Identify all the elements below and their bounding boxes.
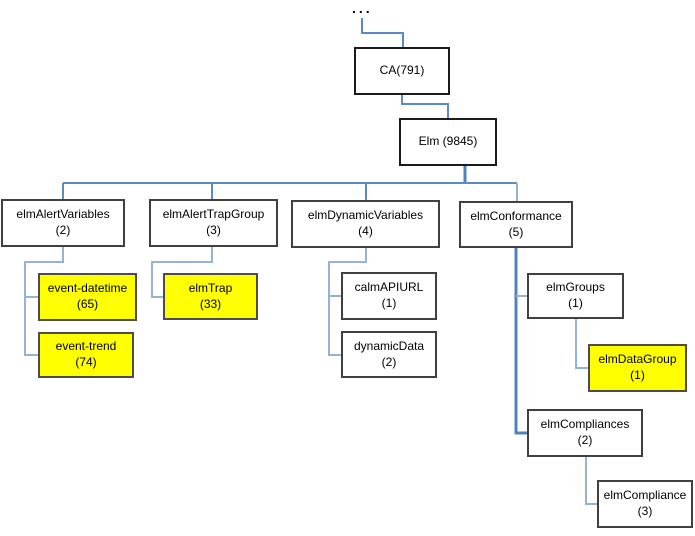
node-label: event-trend [55,339,117,354]
node-elm-compliance: elmCompliance (3) [597,480,693,528]
node-elm-alert-trap-group: elmAlertTrapGroup (3) [149,199,278,247]
node-count: (4) [358,224,373,238]
node-label: elmGroups [546,280,605,295]
connector-compliance-branch [585,457,597,505]
node-count: (5) [508,224,524,239]
node-count: (2) [381,354,397,369]
node-elm-alert-variables: elmAlertVariables (2) [1,199,125,247]
connector-ca-to-elm [401,95,449,118]
node-label: elmCompliance [603,488,687,503]
node-elm-compliances: elmCompliances (2) [527,409,643,457]
node-elm-data-group: elmDataGroup (1) [588,344,687,392]
node-event-datetime: event-datetime (65) [38,273,137,321]
connector-alert-variables-branch [24,247,64,356]
node-label: elmConformance [470,208,562,223]
node-elm: Elm (9845) [399,118,497,166]
node-elm-groups: elmGroups (1) [527,273,624,319]
connector-datagroup-branch [575,319,588,369]
node-label: dynamicData [353,338,425,353]
node-label: calmAPIURL [354,280,424,295]
node-label: elmDataGroup [598,352,677,367]
node-label: event-datetime [47,281,128,296]
node-elm-dynamic-variables: elmDynamicVariables (4) [291,200,440,248]
node-label: CA(791) [379,63,425,78]
node-count: (3) [206,223,221,237]
node-label: Elm (9845) [418,134,478,149]
connector-trap-branch [151,247,213,298]
node-count: (1) [568,296,583,310]
node-calm-apiurl: calmAPIURL (1) [341,272,437,320]
node-count: (33) [199,296,222,311]
node-label: elmAlertVariables [16,207,110,222]
node-elm-trap: elmTrap (33) [163,273,258,320]
node-elm-conformance: elmConformance (5) [459,201,573,248]
node-dynamic-data: dynamicData (2) [341,331,437,378]
node-label: elmAlertTrapGroup [162,207,265,222]
node-count: (3) [637,504,653,518]
node-count: (1) [381,296,397,310]
node-count: (74) [75,355,97,369]
root-ellipsis: ... [352,0,373,16]
node-count: (65) [76,297,99,311]
node-count: (1) [630,368,645,382]
node-event-trend: event-trend (74) [38,332,134,378]
node-count: (2) [55,223,71,237]
node-label: elmCompliances [540,417,630,432]
connector-root-to-ca [361,18,404,47]
node-count: (2) [577,433,593,447]
connector-dynamic-variables-branch [328,248,367,356]
node-ca: CA(791) [354,47,450,95]
node-label: elmTrap [188,280,233,295]
connector-conformance-trunk [514,248,527,435]
node-label: elmDynamicVariables [307,208,424,223]
